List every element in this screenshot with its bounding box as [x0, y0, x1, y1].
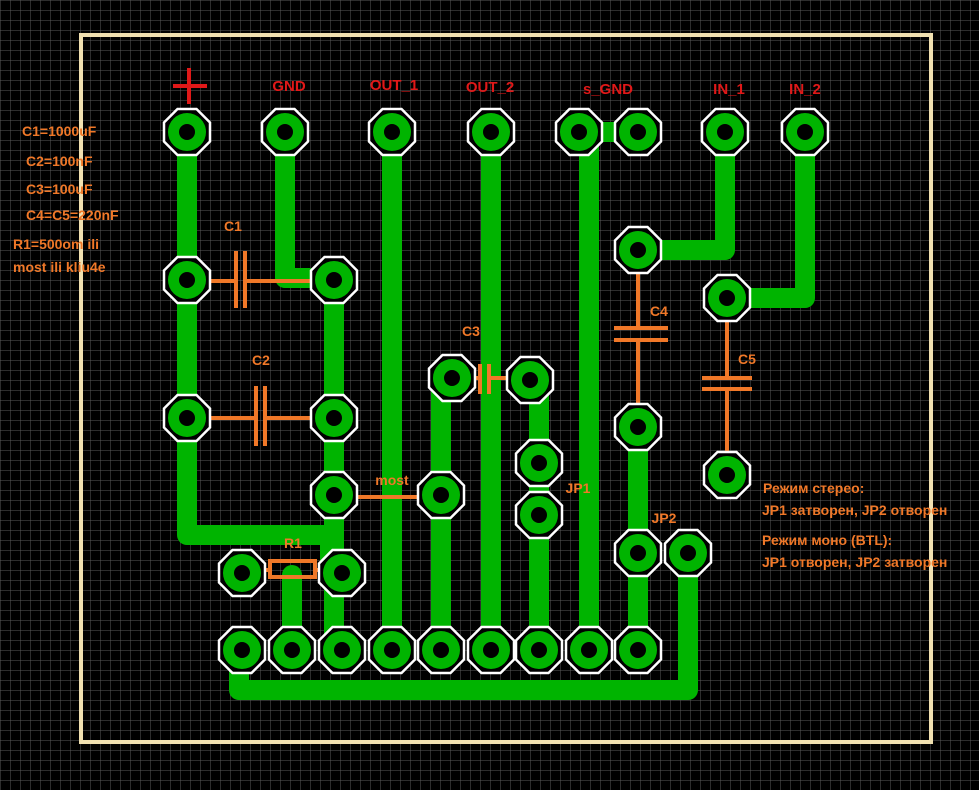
pad-c4-bottom: [613, 402, 663, 452]
note-r1-line2: most ili kliu4e: [13, 259, 106, 275]
pad-jp2-right: [663, 528, 713, 578]
label-r1: R1: [284, 535, 302, 551]
pad-sgnd-b: [613, 107, 663, 157]
label-c1: C1: [224, 218, 242, 234]
label-sgnd: s_GND: [583, 81, 633, 98]
trace-gnd: [275, 122, 344, 660]
mode-stereo-desc: JP1 затворен, JP2 отворен: [762, 502, 947, 518]
component-notes: C1=1000uF C2=100nF C3=100uF C4=C5=220nF …: [13, 123, 119, 275]
pad-most-left: [309, 470, 359, 520]
label-out1: OUT_1: [370, 77, 418, 94]
pad-sgnd-a: [554, 107, 604, 157]
pad-header-3: [317, 625, 367, 675]
label-most: most: [375, 472, 409, 488]
terminal-labels: GND OUT_1 OUT_2 s_GND IN_1 IN_2: [272, 77, 821, 98]
trace-in1: [628, 122, 735, 260]
pad-header-6: [466, 625, 516, 675]
pad-header-2: [267, 625, 317, 675]
label-jp1: JP1: [566, 480, 591, 496]
pad-out1: [367, 107, 417, 157]
note-c1: C1=1000uF: [22, 123, 97, 139]
pad-out2: [466, 107, 516, 157]
pad-in1: [700, 107, 750, 157]
pad-header-7: [514, 625, 564, 675]
mode-mono-desc: JP1 отворен, JP2 затворен: [762, 554, 947, 570]
label-gnd: GND: [272, 78, 306, 95]
pad-header-5: [416, 625, 466, 675]
pad-plus: [162, 107, 212, 157]
label-jp2: JP2: [652, 510, 677, 526]
board-outline: [79, 33, 933, 744]
note-r1-line1: R1=500om ili: [13, 236, 99, 252]
label-in1: IN_1: [713, 81, 745, 98]
plus-symbol-icon: [173, 68, 207, 104]
mode-notes: Режим стерео: JP1 затворен, JP2 отворен …: [762, 480, 947, 570]
pad-most-right: [416, 470, 466, 520]
trace-in2: [715, 122, 815, 308]
label-c2: C2: [252, 352, 270, 368]
pad-in2: [780, 107, 830, 157]
pad-c5-top: [702, 273, 752, 323]
pad-c1-right: [309, 255, 359, 305]
pad-jp1-top: [514, 438, 564, 488]
note-c45: C4=C5=220nF: [26, 207, 119, 223]
pad-header-4: [367, 625, 417, 675]
pad-jp2-left: [613, 528, 663, 578]
pad-c2-right: [309, 393, 359, 443]
pad-header-1: [217, 625, 267, 675]
note-c2: C2=100nF: [26, 153, 93, 169]
label-in2: IN_2: [789, 81, 821, 98]
pad-jp1-bottom: [514, 490, 564, 540]
pad-c1-left: [162, 255, 212, 305]
pad-c2-left: [162, 393, 212, 443]
label-out2: OUT_2: [466, 79, 514, 96]
mode-stereo-title: Режим стерео:: [763, 480, 864, 496]
pad-r1-left: [217, 548, 267, 598]
component-labels: C1 C2 C3 C4 C5 R1 most JP1 JP2: [224, 218, 756, 551]
pad-c5-bottom: [702, 450, 752, 500]
label-c5: C5: [738, 351, 756, 367]
pad-c3-right: [505, 355, 555, 405]
pad-c4-top: [613, 225, 663, 275]
pad-header-8: [564, 625, 614, 675]
pad-c3-left: [427, 353, 477, 403]
label-c4: C4: [650, 303, 668, 319]
label-c3: C3: [462, 323, 480, 339]
mode-mono-title: Режим моно (BTL):: [762, 532, 892, 548]
pad-gnd: [260, 107, 310, 157]
pad-r1-right: [317, 548, 367, 598]
pad-header-9: [613, 625, 663, 675]
note-c3: C3=100uF: [26, 181, 93, 197]
